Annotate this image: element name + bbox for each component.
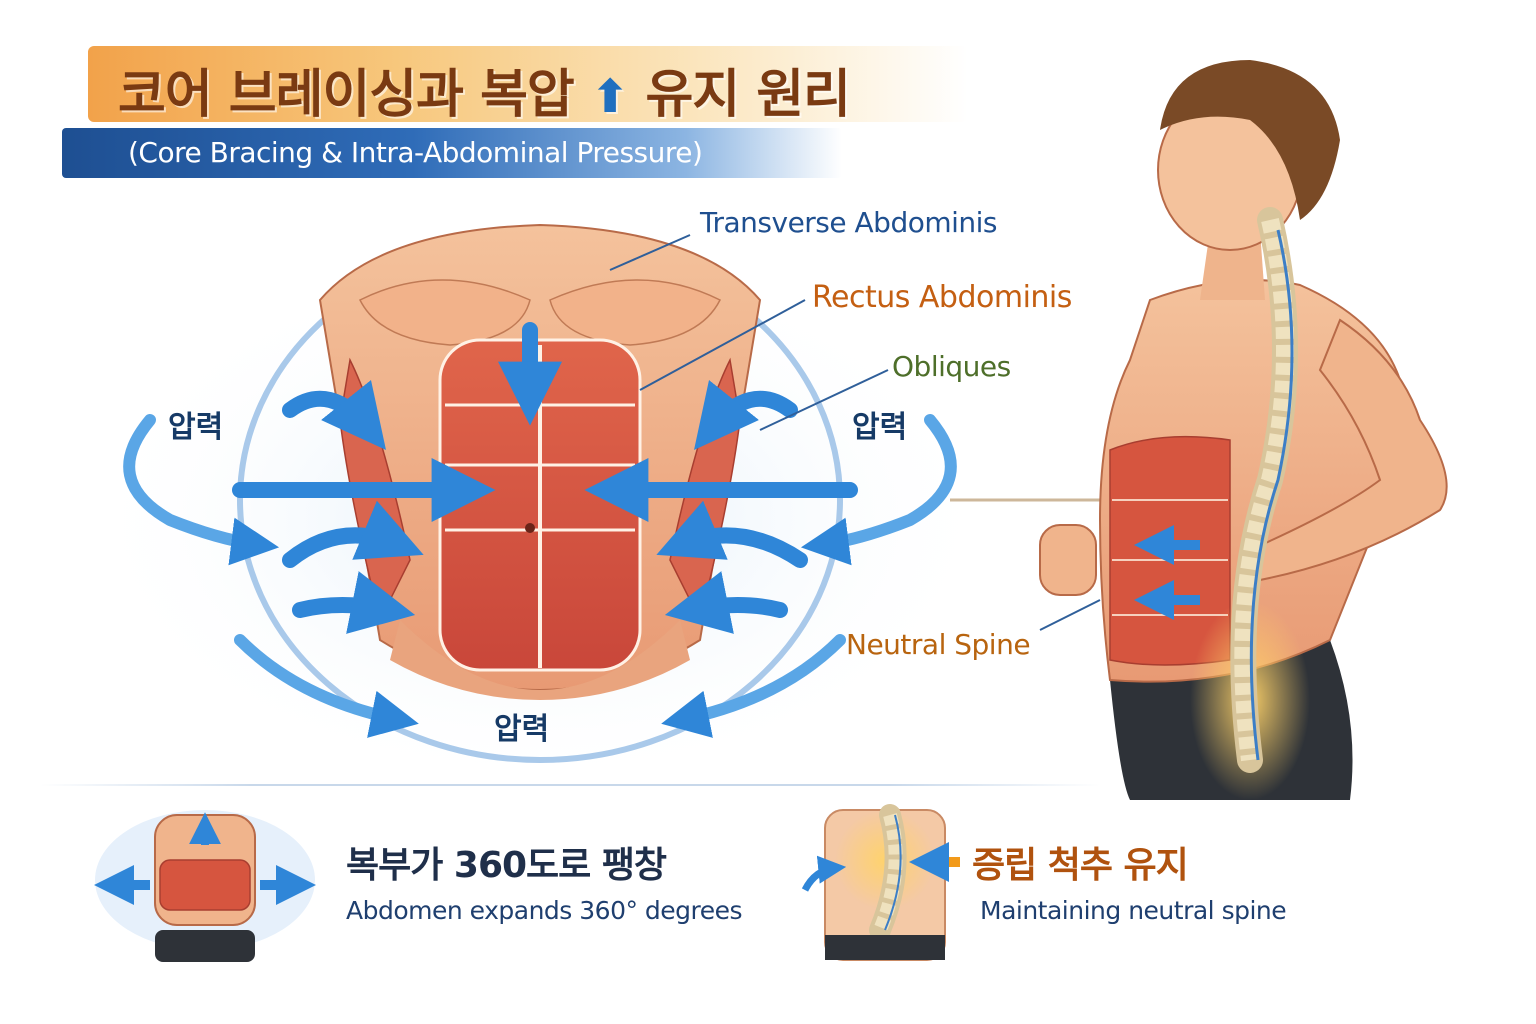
pressure-arrow-icon: [661, 634, 846, 738]
label-transverse-abdominis: Transverse Abdominis: [700, 206, 998, 239]
label-rectus-abdominis: Rectus Abdominis: [812, 280, 1072, 315]
pressure-label-bottom: 압력: [494, 712, 550, 747]
athlete-figure: [1039, 60, 1448, 800]
arm: [1248, 318, 1448, 582]
hair: [1160, 60, 1340, 220]
caption-expand-en: Abdomen expands 360° degrees: [346, 896, 743, 925]
label-neutral-spine: Neutral Spine: [846, 628, 1031, 661]
neutral-spine-icon: [801, 804, 960, 961]
section-divider: [40, 784, 1100, 786]
title-part-1: 코어 브레이싱과 복압: [118, 65, 575, 125]
up-arrow-icon: ⬆: [590, 69, 630, 123]
pressure-label-right: 압력: [852, 410, 908, 445]
pressure-arrow-icon: [282, 500, 424, 568]
page-subtitle: (Core Bracing & Intra-Abdominal Pressure…: [128, 136, 703, 169]
outer-arrows: [123, 414, 957, 738]
pressure-arrow-icon: [282, 380, 386, 450]
caption-spine-ko: 증립 척추 유지: [972, 845, 1189, 886]
page-title: 코어 브레이싱과 복압 ⬆ 유지 원리: [118, 52, 851, 127]
caption-spine-en: Maintaining neutral spine: [980, 896, 1287, 925]
title-banner: [88, 46, 968, 122]
pressure-arrow-icon: [656, 500, 808, 568]
pressure-arrow-icon: [123, 414, 280, 566]
label-obliques: Obliques: [892, 350, 1011, 383]
abdomen-expand-icon: [94, 810, 316, 962]
spine-icon: [1230, 207, 1298, 773]
pressure-arrow-icon: [694, 380, 798, 450]
pressure-arrow-icon: [234, 634, 419, 738]
pressure-arrow-icon: [664, 571, 788, 634]
pressure-label-left: 압력: [168, 410, 224, 445]
title-part-2: 유지 원리: [645, 65, 851, 125]
caption-expand-ko: 복부가 360도로 팽창: [346, 845, 667, 886]
pressure-arrow-icon: [800, 414, 957, 566]
pressure-arrow-icon: [292, 571, 416, 634]
torso-anatomy: [318, 223, 762, 700]
pressure-arrows: [232, 322, 858, 634]
leader-lines: [609, 234, 1110, 631]
subtitle-banner: [62, 128, 842, 178]
fist: [1039, 524, 1097, 596]
